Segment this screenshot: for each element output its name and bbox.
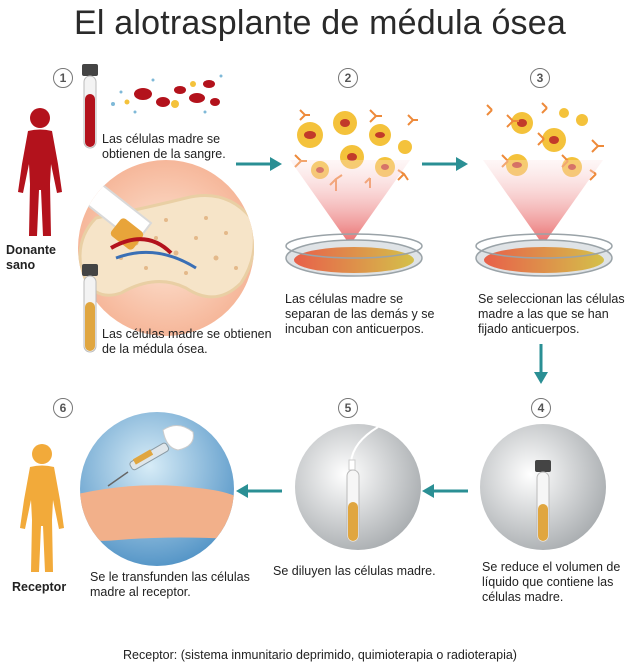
step-2-number: 2 — [338, 68, 358, 88]
blood-tube-icon — [82, 64, 98, 149]
step-6-caption: Se le transfunden las células madre al r… — [90, 570, 250, 599]
concentrated-tube-circle-icon — [480, 424, 606, 550]
arrow-right-icon — [236, 157, 282, 171]
recipient-label: Receptor — [12, 580, 67, 594]
step-5-caption: Se diluyen las células madre. — [273, 564, 436, 578]
marrow-tube-icon — [82, 264, 98, 353]
step-3-number: 3 — [530, 68, 550, 88]
step-3-caption: Se seleccionan las células madre a las q… — [478, 292, 625, 336]
step-5-number: 5 — [338, 398, 358, 418]
cone-beam-icon — [290, 160, 410, 245]
arrow-right-icon — [422, 157, 468, 171]
transfusion-circle-icon — [80, 412, 234, 566]
selected-stem-cells-icon — [486, 102, 604, 181]
page-title: El alotrasplante de médula ósea — [74, 4, 566, 42]
cone-beam-icon — [483, 160, 603, 245]
arrow-left-icon — [236, 484, 282, 498]
arrow-left-icon — [422, 484, 468, 498]
footer-note: Receptor: (sistema inmunitario deprimido… — [123, 648, 517, 662]
step-2-caption: Las células madre se separan de las demá… — [285, 292, 435, 336]
step-4-number: 4 — [531, 398, 551, 418]
step-1-marrow-caption: Las células madre se obtienen de la médu… — [102, 327, 272, 356]
petri-dish-icon — [285, 233, 423, 277]
blood-cells-icon — [111, 74, 223, 114]
step-6-number: 6 — [53, 398, 73, 418]
donor-figure-icon — [18, 108, 62, 236]
recipient-figure-icon — [20, 444, 64, 572]
arrow-down-icon — [534, 344, 548, 384]
bone-marrow-icon — [78, 160, 254, 336]
step-4-caption: Se reduce el volumen de líquido que cont… — [482, 560, 621, 604]
step-1-blood-caption: Las células madre se obtienen de la sang… — [102, 132, 226, 161]
donor-label: Donante sano — [6, 243, 56, 272]
petri-dish-icon — [475, 233, 613, 277]
step-1-number: 1 — [53, 68, 73, 88]
diluted-tube-circle-icon — [295, 424, 421, 550]
